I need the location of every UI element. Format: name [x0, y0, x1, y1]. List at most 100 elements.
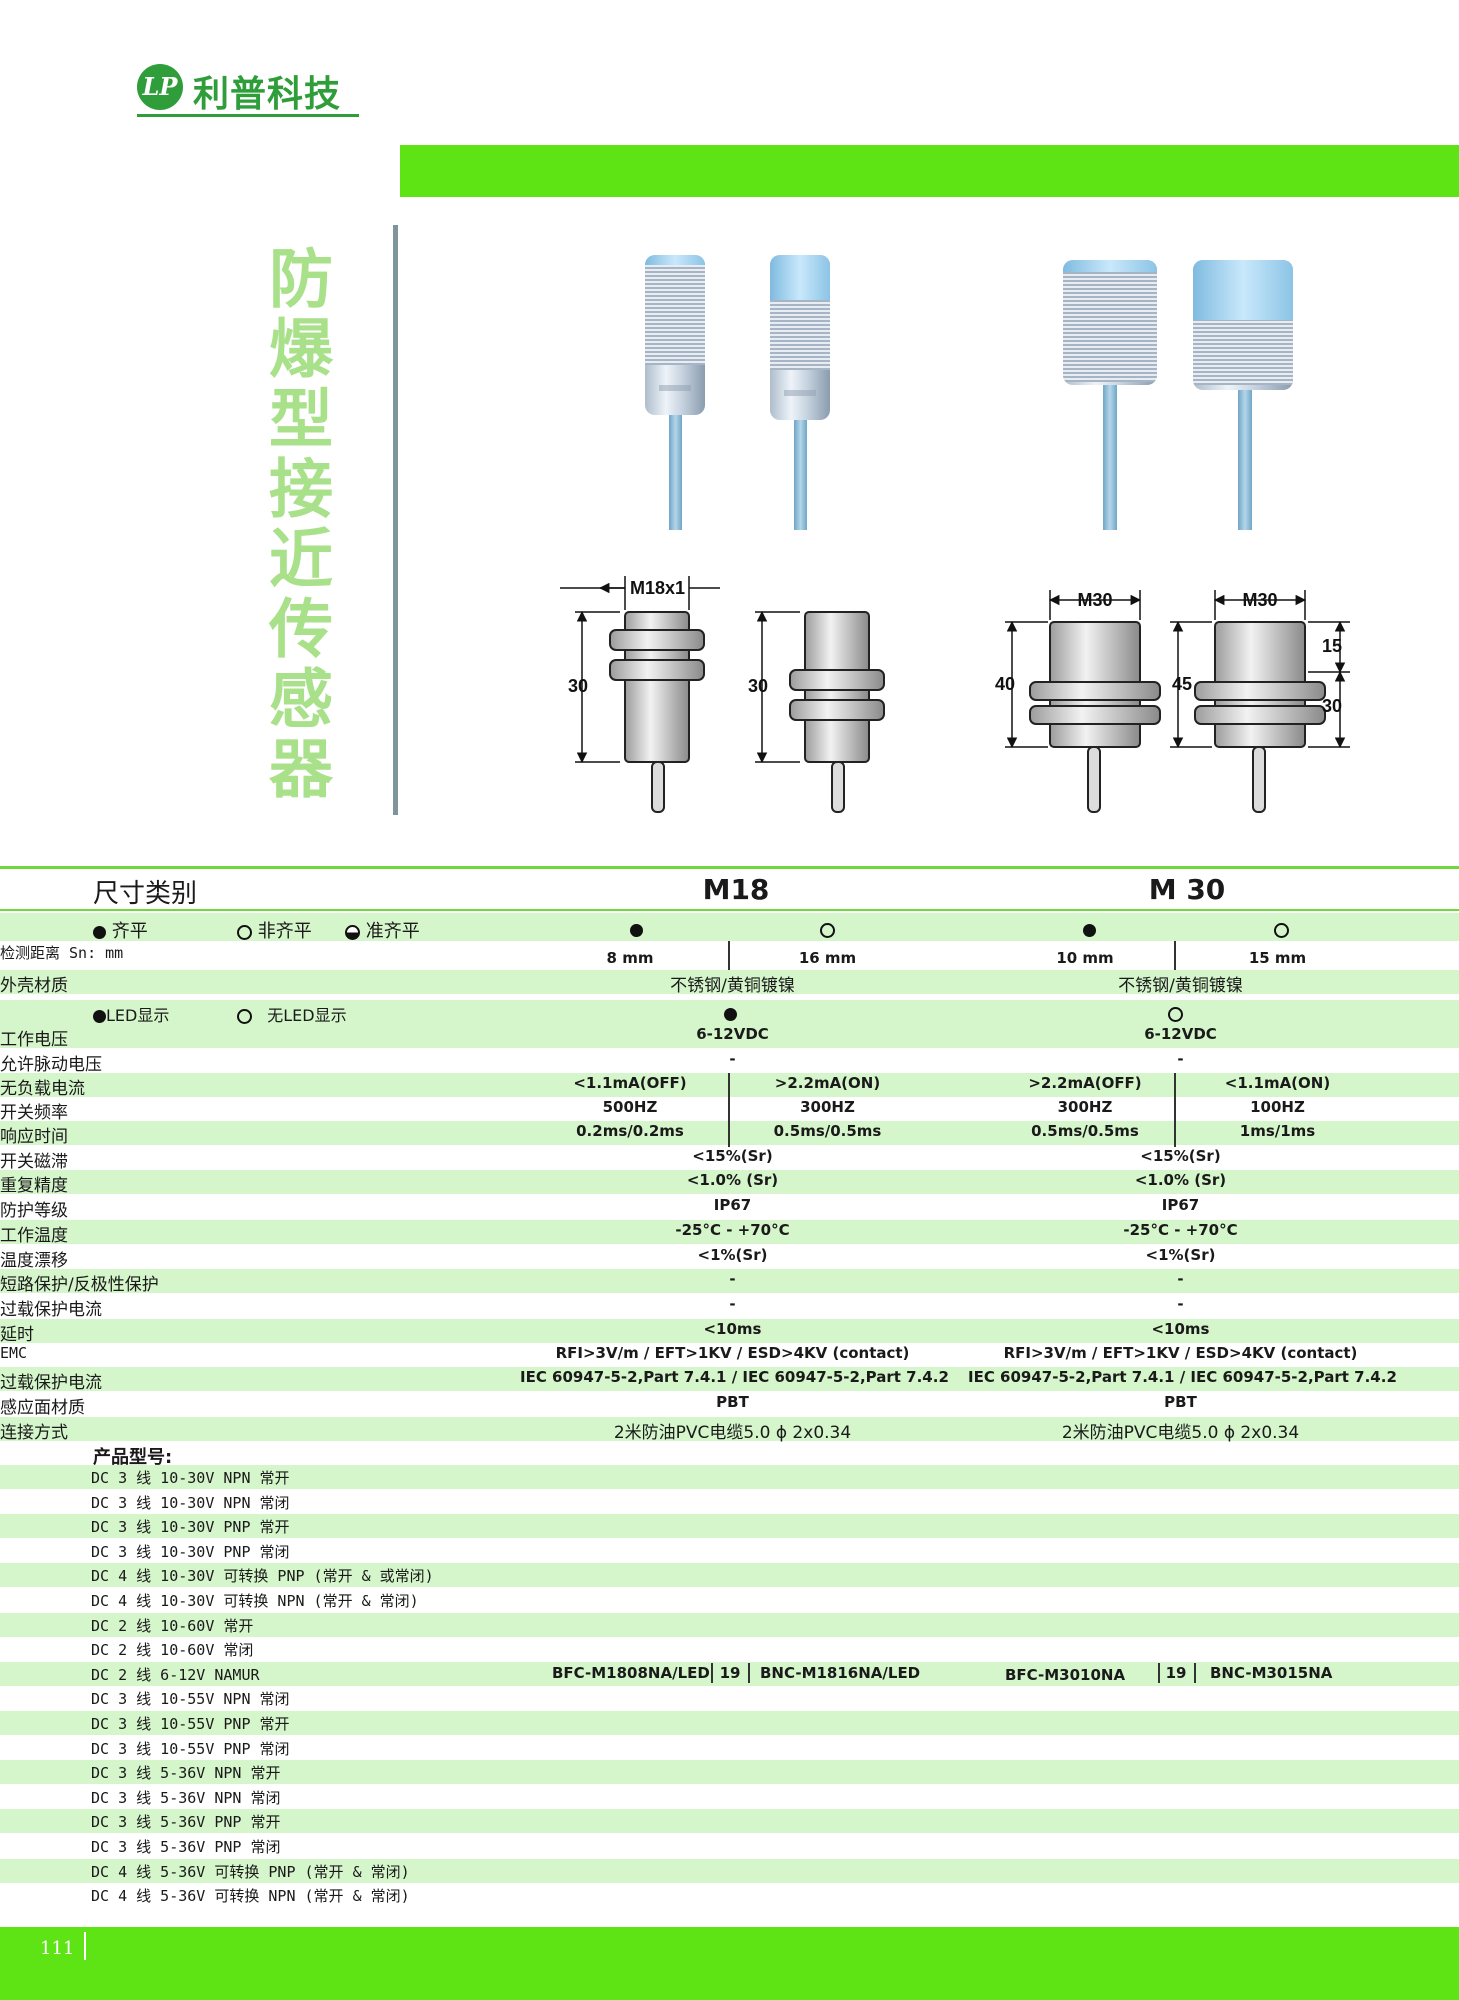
spec-m18: <1%(Sr) [697, 1246, 768, 1264]
dim-m18-thread: M18x1 [630, 578, 685, 598]
spec-row: 重复精度<1.0% (Sr)<1.0% (Sr) [0, 1170, 1459, 1196]
spec-label: 允许脉动电压 [0, 1055, 102, 1075]
logo-underline [137, 114, 359, 117]
model-m30-mid: 19 [1165, 1664, 1187, 1682]
model-row: DC 3 线 10-30V NPN 常开 [0, 1465, 1459, 1489]
open-circle-icon [237, 924, 252, 940]
spec-m18: IP67 [713, 1196, 752, 1214]
brand-logo: LP 利普科技 [137, 60, 359, 118]
dim-m30-flush-length: 40 [995, 674, 1015, 694]
dimension-drawings: M18x1 30 30 M30 M30 40 45 15 30 [560, 576, 1350, 813]
spec-m30: <1.0% (Sr) [1134, 1171, 1227, 1189]
spec-label: 短路保护/反极性保护 [0, 1275, 159, 1295]
spec-row: 过载保护电流 IEC 60947-5-2,Part 7.4.1 / IEC 609… [0, 1367, 1459, 1393]
m30-led-marker [1168, 1003, 1183, 1024]
product-photo-m30-flush [1060, 255, 1160, 530]
product-photo-m18-nonflush [765, 255, 835, 530]
spec-row: 过载保护电流-- [0, 1294, 1459, 1320]
model-row-label: DC 3 线 10-30V NPN 常开 [91, 1469, 290, 1487]
spec-row: 工作温度 -25°C - +70°C -25°C - +70°C [0, 1220, 1459, 1246]
model-row-label: DC 3 线 5-36V NPN 常开 [91, 1764, 281, 1783]
spec-m30-b: 1ms/1ms [1239, 1122, 1316, 1140]
spec-m18: <1.0% (Sr) [686, 1171, 779, 1189]
spec-m30-a: >2.2mA(OFF) [1028, 1074, 1142, 1092]
model-row: DC 4 线 10-30V 可转换 NPN (常开 & 常闭) [0, 1588, 1459, 1612]
model-row: DC 3 线 5-36V PNP 常开 [0, 1809, 1459, 1834]
spec-m18: <15%(Sr) [692, 1147, 773, 1165]
spec-m30: -25°C - +70°C [1123, 1221, 1238, 1239]
header-m30: M 30 [1148, 873, 1226, 906]
spec-m30: IEC 60947-5-2,Part 7.4.1 / IEC 60947-5-2… [968, 1368, 1397, 1386]
spec-label: 检测距离 Sn: mm [0, 944, 124, 962]
dim-m18-flush-length: 30 [568, 676, 588, 696]
dim-m30-flush-thread: M30 [1077, 590, 1112, 610]
dim-m18-nonflush-length: 30 [748, 676, 768, 696]
model-row-label: DC 2 线 6-12V NAMUR [91, 1665, 260, 1684]
column-divider [728, 1097, 730, 1123]
spec-label: 温度漂移 [0, 1251, 68, 1271]
model-row-label: DC 3 线 5-36V PNP 常开 [91, 1813, 281, 1832]
model-row-label: DC 3 线 10-30V NPN 常闭 [91, 1493, 290, 1512]
header-m18: M18 [702, 873, 770, 906]
spec-m18-a: <1.1mA(OFF) [573, 1074, 687, 1092]
spec-m30: PBT [1164, 1393, 1197, 1411]
model-m18-mid: 19 [719, 1664, 741, 1682]
spec-row: 延时<10ms<10ms [0, 1319, 1459, 1345]
model-row: DC 3 线 5-36V NPN 常闭 [0, 1785, 1459, 1809]
model-row-label: DC 3 线 5-36V PNP 常闭 [91, 1838, 281, 1856]
column-divider [1174, 1097, 1176, 1123]
mount-flush-label: 齐平 [111, 921, 148, 942]
title-divider [393, 225, 398, 815]
led-on-icon [93, 1010, 106, 1023]
spec-label: 工作温度 [0, 1226, 68, 1246]
led-off-icon [237, 1009, 252, 1024]
model-m30-flush: BFC-M3010NA [1005, 1666, 1126, 1684]
model-row-label: DC 4 线 10-30V 可转换 PNP (常开 & 或常闭) [91, 1567, 434, 1586]
m18-led-marker [724, 1003, 737, 1024]
model-row-label: DC 4 线 5-36V 可转换 PNP (常开 & 常闭) [91, 1862, 410, 1881]
namur-model-codes: BFC-M1808NA/LED 19 BNC-M1816NA/LED BFC-M… [0, 1663, 1459, 1685]
model-row: DC 4 线 5-36V 可转换 PNP (常开 & 常闭) [0, 1858, 1459, 1883]
model-row: DC 2 线 10-60V 常闭 [0, 1637, 1459, 1661]
filled-circle-icon [93, 925, 106, 939]
model-row-label: DC 4 线 5-36V 可转换 NPN (常开 & 常闭) [91, 1887, 410, 1906]
product-photo-m30-nonflush [1190, 255, 1300, 530]
brand-name: 利普科技 [193, 74, 342, 115]
model-m18-nonflush: BNC-M1816NA/LED [760, 1664, 921, 1682]
spec-row: 温度漂移<1%(Sr)<1%(Sr) [0, 1245, 1459, 1271]
spec-m18: PBT [716, 1393, 749, 1411]
spec-label: 感应面材质 [0, 1398, 85, 1418]
model-row: DC 3 线 10-55V NPN 常闭 [0, 1686, 1459, 1710]
column-divider [728, 1121, 730, 1147]
model-row-label: DC 4 线 10-30V 可转换 NPN (常开 & 常闭) [91, 1592, 419, 1610]
table-top-rule [0, 866, 1459, 869]
spec-m30: - [1177, 1050, 1184, 1068]
spec-label: EMC [0, 1344, 28, 1362]
spec-m18: 6-12VDC [696, 1025, 769, 1043]
mount-semi-label: 准齐平 [365, 921, 420, 942]
spec-m30-a: 300HZ [1057, 1098, 1113, 1116]
spec-m18: -25°C - +70°C [675, 1221, 790, 1239]
dim-m30-thread-height: 30 [1322, 696, 1342, 716]
spec-m18-a: 500HZ [602, 1098, 658, 1116]
spec-m30: - [1177, 1270, 1184, 1288]
mount-nonflush-label: 非齐平 [257, 921, 312, 942]
model-row-label: DC 3 线 10-30V PNP 常开 [91, 1518, 290, 1537]
model-row-label: DC 3 线 10-55V PNP 常开 [91, 1715, 290, 1733]
model-row-label: DC 3 线 5-36V NPN 常闭 [91, 1788, 281, 1807]
model-row: DC 3 线 10-30V NPN 常闭 [0, 1490, 1459, 1514]
product-photo-m18-flush [640, 255, 710, 530]
led-row: LED显示 无LED显示 [0, 1000, 1459, 1025]
mount-type-row: 齐平 非齐平 准齐平 [0, 913, 1459, 942]
spec-label: 过载保护电流 [0, 1373, 102, 1393]
spec-label: 连接方式 [0, 1423, 68, 1443]
spec-row: 外壳材质不锈钢/黄铜镀镍不锈钢/黄铜镀镍 [0, 970, 1459, 996]
spec-m18-b: 300HZ [800, 1098, 855, 1116]
spec-m18: - [729, 1050, 736, 1068]
spec-m18-b: >2.2mA(ON) [774, 1074, 881, 1092]
header-green-bar [400, 145, 1459, 197]
model-row-label: DC 2 线 10-60V 常闭 [91, 1641, 254, 1660]
